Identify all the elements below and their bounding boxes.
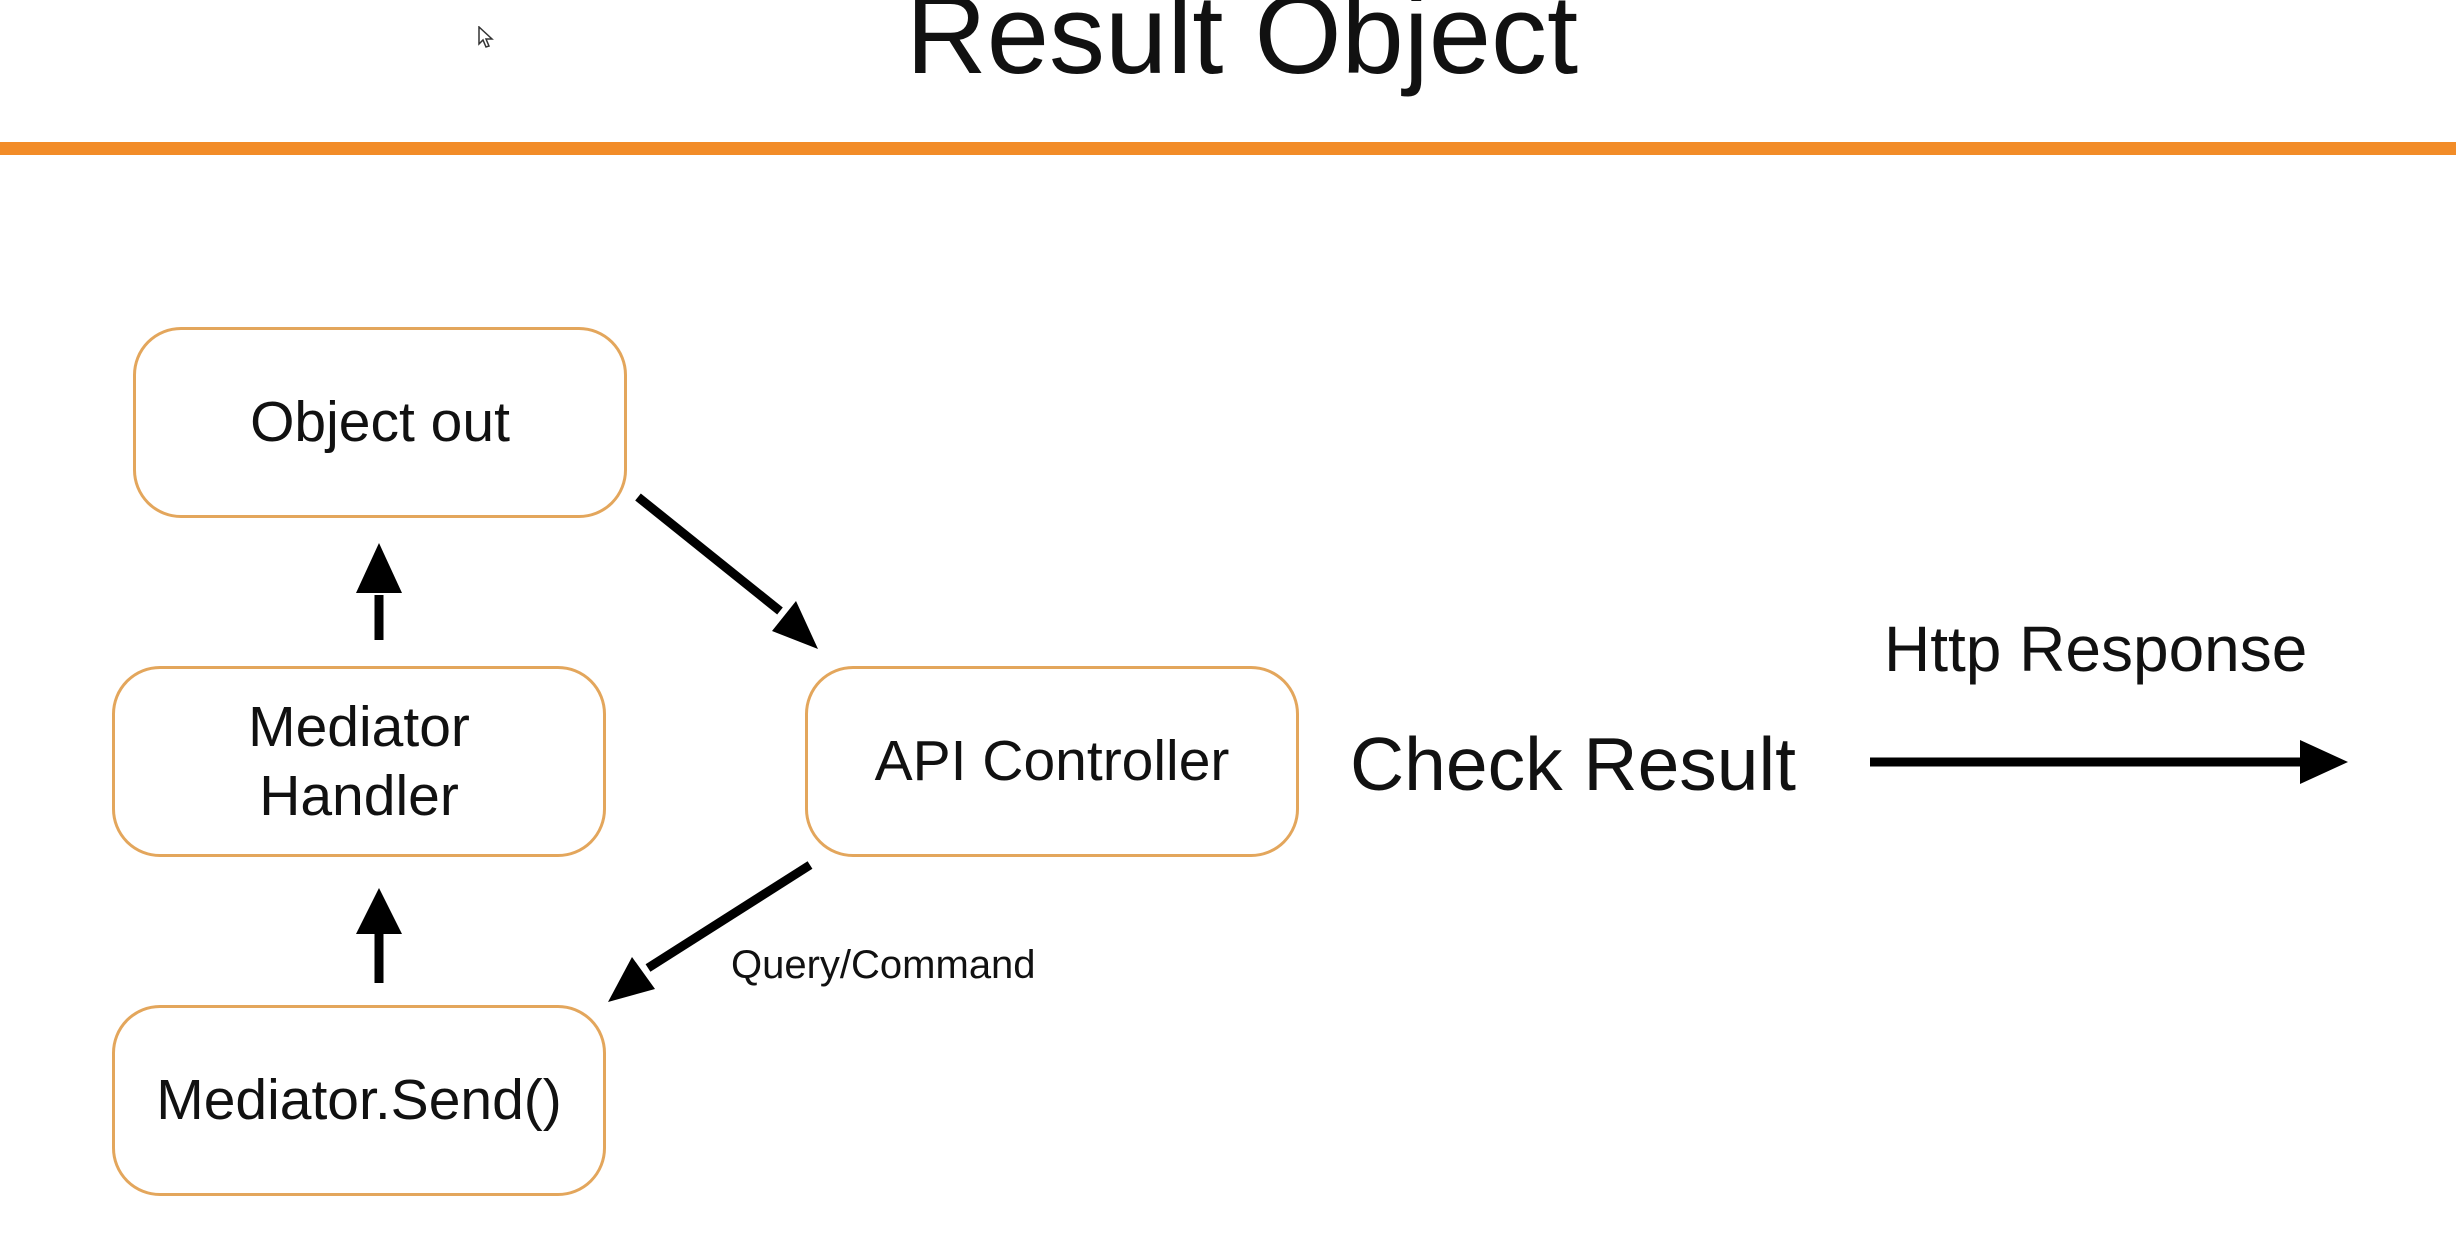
object-out-label: Object out	[250, 390, 510, 455]
api-controller-box: API Controller	[805, 666, 1299, 857]
arrow-controller-to-send-shaft	[645, 861, 813, 972]
slide-title: Result Object	[905, 0, 1579, 97]
object-out-box: Object out	[133, 327, 627, 518]
api-controller-label: API Controller	[874, 729, 1230, 794]
arrow-object-to-controller-shaft	[635, 493, 783, 615]
arrow-controller-to-send-head	[608, 957, 655, 1002]
mediator-send-box: Mediator.Send()	[112, 1005, 606, 1196]
title-divider	[0, 142, 2456, 155]
mediator-handler-box: Mediator Handler	[112, 666, 606, 857]
mouse-cursor-icon	[478, 26, 494, 48]
mediator-handler-label-line1: Mediator	[248, 695, 470, 760]
arrow-send-to-handler-head	[356, 888, 402, 934]
mediator-handler-label-line2: Handler	[259, 763, 459, 828]
query-command-label: Query/Command	[731, 943, 1036, 987]
check-result-label: Check Result	[1350, 722, 1797, 806]
http-response-label: Http Response	[1884, 613, 2308, 685]
arrow-handler-to-object-head	[356, 543, 402, 593]
arrow-object-to-controller-head	[772, 601, 818, 649]
mediator-send-label: Mediator.Send()	[156, 1068, 562, 1133]
arrow-http-response-head	[2300, 740, 2348, 784]
